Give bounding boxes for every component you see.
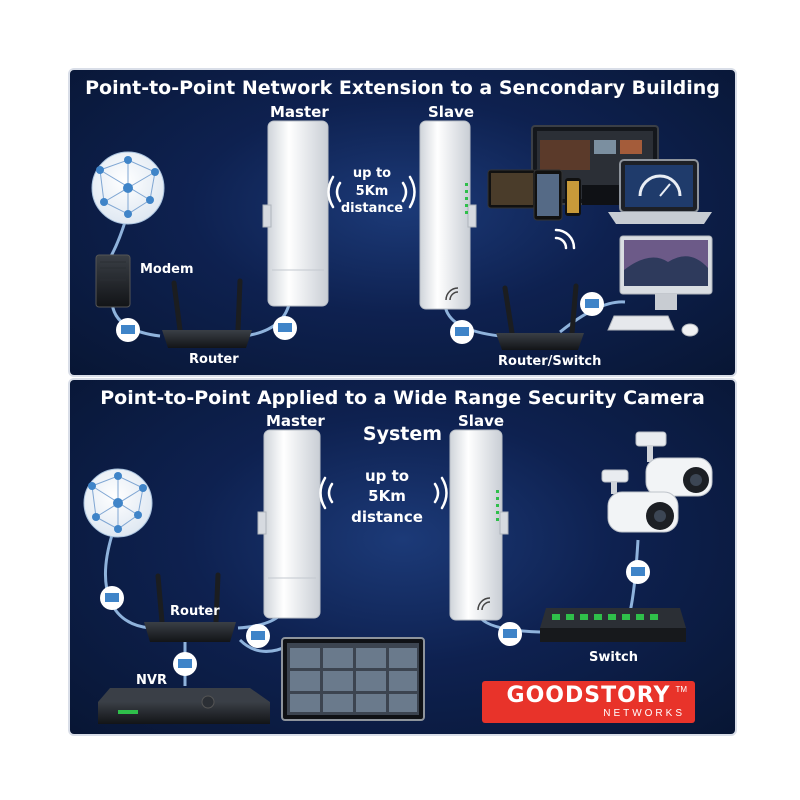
client-devices	[487, 125, 712, 250]
router-icon	[144, 572, 236, 642]
internet-globe-icon	[83, 468, 153, 538]
wireless-waves-top	[327, 175, 416, 209]
master-label-top: Master	[270, 103, 329, 121]
ethernet-icon	[116, 318, 140, 342]
router-label-top: Router	[189, 352, 239, 367]
slave-label-top: Slave	[428, 103, 475, 121]
distance-line: distance	[351, 507, 423, 526]
router-label-bottom: Router	[170, 604, 220, 619]
ethernet-icon	[273, 316, 297, 340]
ethernet-icon	[246, 624, 270, 648]
master-cpe-bottom	[257, 429, 321, 619]
distance-line: up to	[364, 467, 410, 485]
distance-line: up to	[352, 166, 392, 181]
slave-cpe-top	[419, 120, 477, 310]
switch-label: Switch	[589, 650, 639, 665]
slave-cpe-bottom	[449, 429, 509, 621]
desktop-computer	[607, 235, 713, 337]
panel-title-top: Point-to-Point Network Extension to a Se…	[85, 77, 720, 99]
ethernet-icon	[498, 622, 522, 646]
security-cameras	[601, 431, 713, 533]
distance-text-top: up to 5Km distance	[336, 165, 408, 218]
nvr-label: NVR	[136, 673, 167, 688]
ethernet-connectors-bottom	[100, 560, 650, 676]
distance-text-bottom: up to 5Km distance	[346, 466, 428, 527]
ethernet-icon	[173, 652, 197, 676]
ethernet-icon	[580, 292, 604, 316]
nvr-recorder-icon	[98, 688, 270, 724]
router-switch-icon	[496, 283, 584, 350]
cable-globe-router	[103, 534, 151, 630]
ethernet-icon	[450, 320, 474, 344]
internet-globe-icon	[91, 151, 165, 225]
network-switch-icon	[540, 608, 686, 642]
router-icon	[162, 278, 252, 348]
distance-line: distance	[340, 201, 404, 217]
distance-line: 5Km	[355, 183, 389, 199]
ethernet-connectors-top	[116, 292, 604, 344]
logo-wordmark: GOODSTORY	[506, 683, 671, 708]
distance-line: 5Km	[368, 487, 406, 506]
router-switch-label: Router/Switch	[498, 354, 602, 369]
goodstory-logo: GOODSTORY TM NETWORKS	[482, 681, 695, 723]
modem-label: Modem	[140, 262, 194, 277]
ethernet-icon	[100, 586, 124, 610]
master-cpe-top	[262, 120, 329, 307]
modem-icon	[95, 254, 131, 308]
ethernet-icon	[626, 560, 650, 584]
logo-trademark: TM	[675, 685, 687, 694]
nvr-monitor-icon	[281, 637, 425, 721]
wireless-waves-bottom	[319, 476, 448, 510]
logo-subtitle: NETWORKS	[603, 708, 685, 719]
master-label-bottom: Master	[266, 412, 325, 430]
panel-title-bottom: Point-to-Point Applied to a Wide Range S…	[100, 387, 705, 445]
slave-label-bottom: Slave	[458, 412, 505, 430]
